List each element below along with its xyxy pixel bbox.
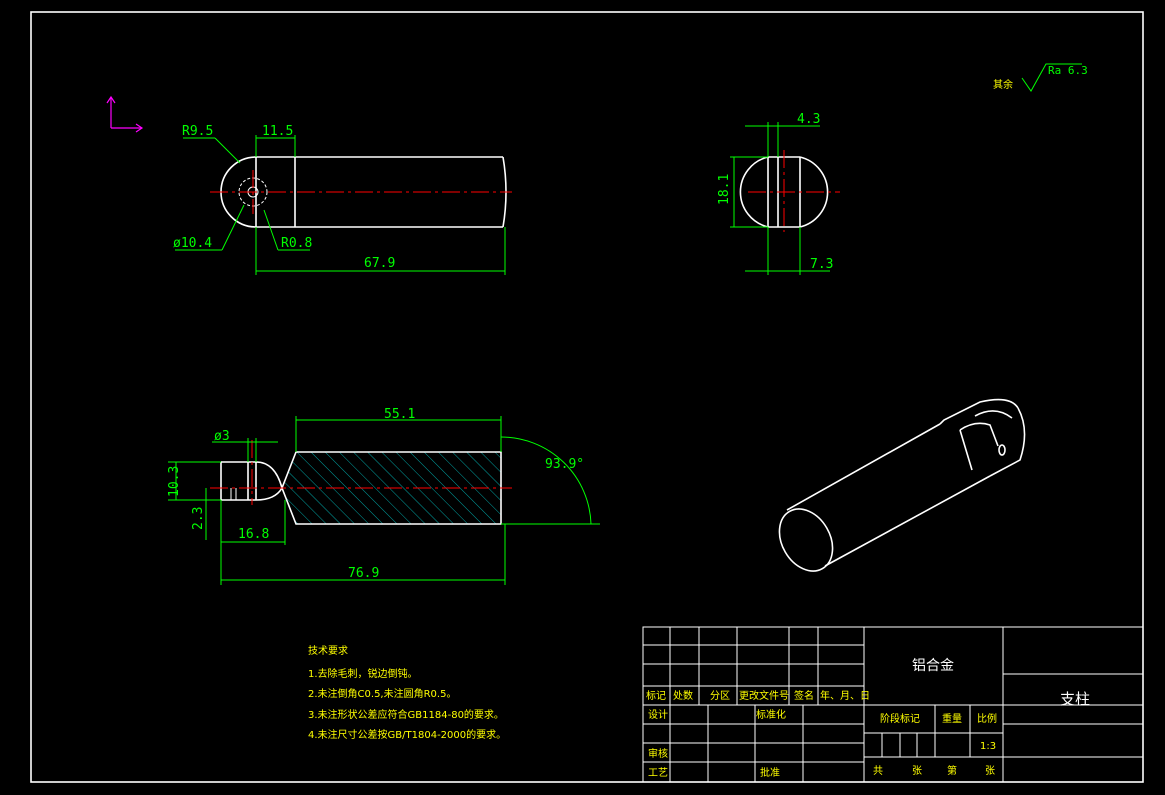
tb-stage-mark: 阶段标记 xyxy=(880,712,920,725)
front-view xyxy=(210,440,512,525)
tb-process: 工艺 xyxy=(648,767,668,779)
dim-4-3: 4.3 xyxy=(797,112,820,127)
front-view-dims xyxy=(168,416,600,585)
dim-angle: 93.9° xyxy=(545,457,584,472)
dim-dia-3: ø3 xyxy=(214,429,230,444)
notes-item-1: 1.去除毛刺，锐边倒钝。 xyxy=(308,667,418,680)
title-block-grid xyxy=(642,626,1144,783)
dim-11-5: 11.5 xyxy=(262,124,293,139)
top-view xyxy=(210,156,512,228)
roughness-symbol xyxy=(1021,63,1082,92)
top-view-dims xyxy=(175,135,506,275)
tb-material: 铝合金 xyxy=(912,658,954,674)
tb-part-name: 支柱 xyxy=(1060,690,1090,708)
tb-header-mark: 标记 xyxy=(646,690,666,702)
notes-item-3: 3.未注形状公差应符合GB1184-80的要求。 xyxy=(308,708,504,721)
tb-weight: 重量 xyxy=(942,712,962,725)
tb-standardization: 标准化 xyxy=(756,708,786,721)
dim-2-3: 2.3 xyxy=(191,507,206,530)
dim-r0-8: R0.8 xyxy=(281,236,312,251)
dim-10-3: 10.3 xyxy=(167,466,182,497)
tb-review: 审核 xyxy=(648,747,668,760)
tb-header-zone: 分区 xyxy=(710,690,730,702)
dim-55-1: 55.1 xyxy=(384,407,415,422)
tb-header-date: 年、月、日 xyxy=(820,689,870,702)
tb-sheets: 张 xyxy=(912,765,922,777)
tb-approve: 批准 xyxy=(760,766,780,779)
dim-7-3: 7.3 xyxy=(810,257,833,272)
tb-scale-value: 1:3 xyxy=(980,741,996,752)
tb-header-signature: 签名 xyxy=(794,689,814,702)
dim-67-9: 67.9 xyxy=(364,256,395,271)
ucs-icon xyxy=(106,95,144,133)
tb-header-count: 处数 xyxy=(673,689,693,702)
notes-item-4: 4.未注尺寸公差按GB/T1804-2000的要求。 xyxy=(308,728,506,741)
dim-dia-10-4: ø10.4 xyxy=(173,236,212,251)
notes-item-2: 2.未注倒角C0.5,未注圆角R0.5。 xyxy=(308,687,456,700)
roughness-value: Ra 6.3 xyxy=(1048,64,1088,77)
drawing-border xyxy=(30,11,1144,783)
roughness-label: 其余 xyxy=(993,78,1013,91)
dim-16-8: 16.8 xyxy=(238,527,269,542)
tb-header-change-doc: 更改文件号 xyxy=(739,689,789,702)
side-view xyxy=(739,150,840,232)
dim-18-1: 18.1 xyxy=(717,174,732,205)
dim-r9-5: R9.5 xyxy=(182,124,213,139)
tb-sheets-2: 张 xyxy=(985,765,995,777)
notes-title: 技术要求 xyxy=(308,644,348,657)
tb-page: 第 xyxy=(947,764,957,777)
tb-scale: 比例 xyxy=(977,712,997,725)
side-view-dims xyxy=(730,122,830,275)
isometric-view xyxy=(778,398,1026,572)
dim-76-9: 76.9 xyxy=(348,566,379,581)
tb-total: 共 xyxy=(873,765,883,777)
tb-design: 设计 xyxy=(648,708,668,721)
